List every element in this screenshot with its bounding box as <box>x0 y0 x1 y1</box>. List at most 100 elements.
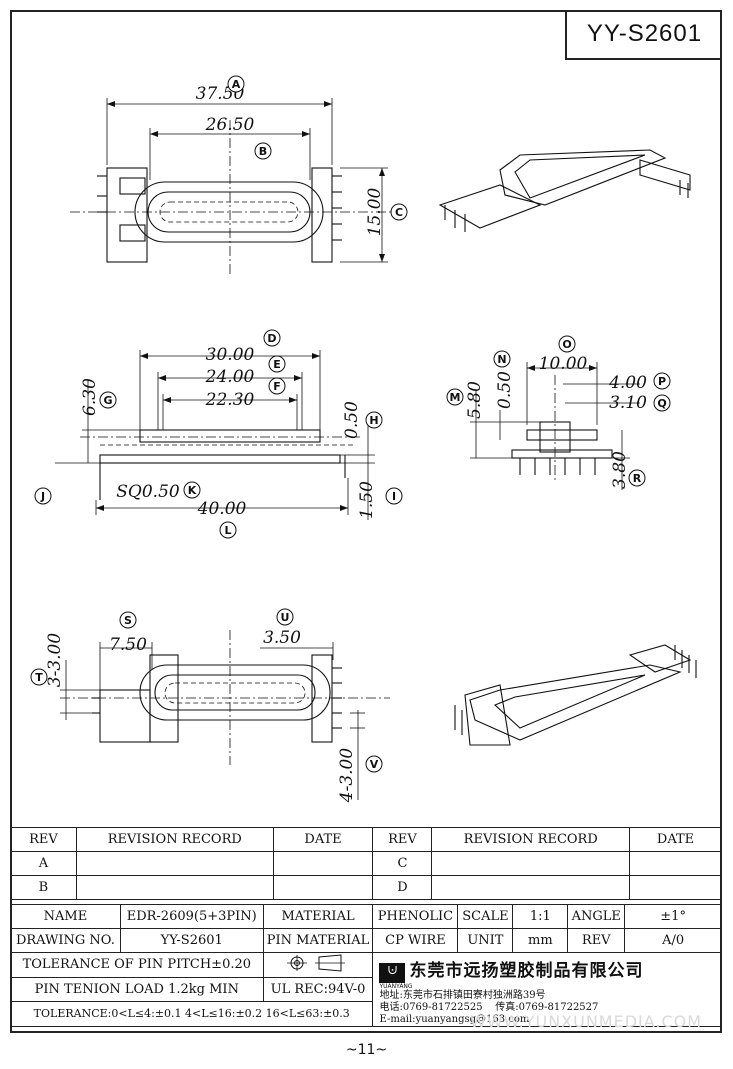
dim-f: 22.30 <box>205 390 255 410</box>
company-email: E-mail:yuanyangsg@163.com <box>379 1013 530 1025</box>
part-code-box: YY-S2601 <box>565 10 722 60</box>
projection-symbol <box>262 952 374 978</box>
rev-header: REV <box>372 827 433 852</box>
date-cell <box>629 875 722 900</box>
svg-text:P: P <box>658 375 666 388</box>
marker-a: A <box>227 75 245 93</box>
record-cell <box>431 875 631 900</box>
company-contacts: 电话:0769-81722525 传真:0769-81722527 <box>379 1002 715 1014</box>
marker-o: O <box>558 335 576 353</box>
dim-g: 6.30 <box>80 378 100 416</box>
drawing-no-value: YY-S2601 <box>119 928 264 953</box>
marker-v: V <box>365 755 383 773</box>
dim-n: 0.50 <box>495 371 515 409</box>
company-name: 东莞市远扬塑胶制品有限公司 <box>409 961 644 981</box>
company-block: ⊍东莞市远扬塑胶制品有限公司 YUANYANG 地址:东莞市石排镇田寮村独洲路3… <box>372 952 722 1027</box>
rev-cell: C <box>372 851 433 876</box>
rev-label: REV <box>567 928 626 953</box>
material-value: PHENOLIC <box>372 904 459 929</box>
scale-label: SCALE <box>457 904 514 929</box>
svg-text:I: I <box>392 490 396 503</box>
marker-l: L <box>219 521 237 539</box>
rev-value: A/0 <box>624 928 722 953</box>
marker-i: I <box>385 487 403 505</box>
svg-text:D: D <box>267 332 276 345</box>
angle-value: ±1° <box>624 904 722 929</box>
unit-value: mm <box>512 928 569 953</box>
marker-e: E <box>268 355 286 373</box>
dim-t: 3-3.00 <box>45 633 65 688</box>
title-row-2: DRAWING NO. YY-S2601 PIN MATERIAL CP WIR… <box>10 928 722 953</box>
svg-text:V: V <box>370 758 379 771</box>
svg-text:H: H <box>369 414 378 427</box>
date-cell <box>272 851 374 876</box>
svg-text:F: F <box>273 380 281 393</box>
revision-record-header: REVISION RECORD <box>431 827 631 852</box>
scale-value: 1:1 <box>512 904 569 929</box>
marker-p: P <box>653 372 671 390</box>
dim-k: SQ0.50 <box>116 482 180 502</box>
marker-t: T <box>30 668 48 686</box>
rev-cell: A <box>10 851 77 876</box>
name-label: NAME <box>10 904 121 929</box>
isometric-view-bottom <box>454 644 697 746</box>
table-row: B D <box>10 875 722 900</box>
dim-h: 0.50 <box>342 401 362 439</box>
dim-r: 3.80 <box>610 451 630 489</box>
svg-text:A: A <box>232 78 241 91</box>
company-fax: 传真:0769-81722527 <box>495 1001 599 1013</box>
svg-text:S: S <box>124 614 132 627</box>
revision-header-row: REV REVISION RECORD DATE REV REVISION RE… <box>10 827 722 852</box>
marker-m: M <box>446 388 464 406</box>
dim-b: 26.50 <box>205 115 255 135</box>
part-code: YY-S2601 <box>586 20 703 47</box>
top-view <box>70 98 392 275</box>
title-row-3: TOLERANCE OF PIN PITCH±0.20 ⊍东莞市远扬塑胶制品有限… <box>10 952 722 1027</box>
svg-text:T: T <box>35 671 43 684</box>
record-cell <box>75 851 274 876</box>
marker-q: Q <box>653 394 671 412</box>
marker-r: R <box>628 469 646 487</box>
front-view <box>55 350 375 520</box>
svg-text:G: G <box>103 394 112 407</box>
page-number: ~11~ <box>345 1042 388 1058</box>
marker-k: K <box>183 481 201 499</box>
record-cell <box>75 875 274 900</box>
isometric-view-top <box>438 149 691 232</box>
drawing-no-label: DRAWING NO. <box>10 928 121 953</box>
date-header: DATE <box>629 827 722 852</box>
dim-s: 7.50 <box>109 635 147 655</box>
title-row-5: TOLERANCE:0<L≤4:±0.1 4<L≤16:±0.2 16<L≤63… <box>9 1001 722 1027</box>
svg-text:B: B <box>259 145 267 158</box>
unit-label: UNIT <box>457 928 514 953</box>
svg-text:Q: Q <box>657 397 666 410</box>
marker-b: B <box>254 142 272 160</box>
material-label: MATERIAL <box>262 904 374 929</box>
watermark: WWW.YUNXUNMEDIA.COM <box>470 1012 703 1031</box>
title-block: NAME EDR-2609(5+3PIN) MATERIAL PHENOLIC … <box>9 904 722 1027</box>
date-header: DATE <box>272 827 374 852</box>
revision-table: REV REVISION RECORD DATE REV REVISION RE… <box>10 827 722 900</box>
dim-m: 5.80 <box>465 381 485 419</box>
dim-d: 30.00 <box>206 345 255 365</box>
rev-cell: B <box>10 875 77 900</box>
svg-text:K: K <box>188 484 197 497</box>
revision-record-header: REVISION RECORD <box>75 827 274 852</box>
dim-u: 3.50 <box>263 628 301 648</box>
dim-v: 4-3.00 <box>337 748 357 804</box>
dim-l: 40.00 <box>197 499 247 519</box>
technical-drawing: 37.50 26.50 15.00 <box>30 75 697 804</box>
marker-g: G <box>99 391 117 409</box>
svg-text:L: L <box>224 524 231 537</box>
dim-i: 1.50 <box>357 481 377 519</box>
svg-text:N: N <box>497 353 506 366</box>
svg-text:R: R <box>633 472 642 485</box>
marker-s: S <box>119 611 137 629</box>
svg-text:C: C <box>395 206 403 219</box>
company-phone: 电话:0769-81722525 <box>379 1001 483 1013</box>
name-value: EDR-2609(5+3PIN) <box>119 904 264 929</box>
marker-h: H <box>365 411 383 429</box>
title-row-4: PIN TENION LOAD 1.2kg MIN UL REC:94V-0 <box>10 976 722 1002</box>
marker-c: C <box>390 203 408 221</box>
dim-e: 24.00 <box>205 367 255 387</box>
